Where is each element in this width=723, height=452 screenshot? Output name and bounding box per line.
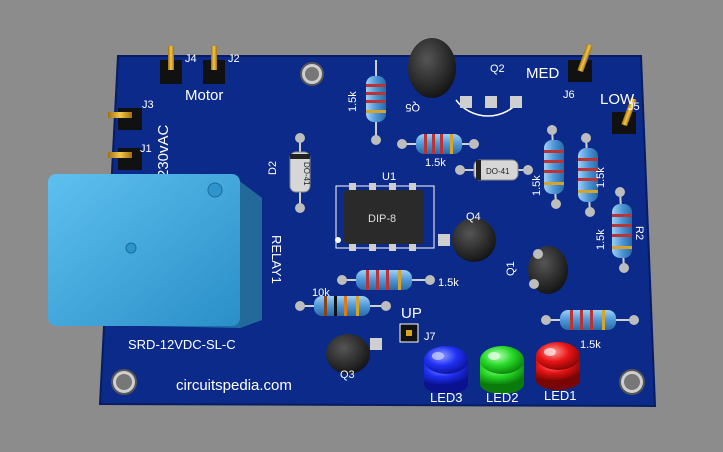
relay: RELAY1 SRD-12VDC-SL-C <box>48 174 284 352</box>
led-ref-led2: LED2 <box>486 390 519 405</box>
motor-header: J4 J2 Motor <box>160 46 240 104</box>
relay-ref: RELAY1 <box>269 235 284 284</box>
transistor-q1: Q1 <box>505 246 568 294</box>
relay-model: SRD-12VDC-SL-C <box>128 337 236 352</box>
jumper-j7: UP J7 <box>399 305 436 343</box>
transistor-q5: Q5 <box>405 38 456 113</box>
transistor-ref-q4: Q4 <box>466 211 481 223</box>
ic-u1: U1 DIP-8 <box>335 171 435 251</box>
transistor-ref-q2: Q2 <box>490 63 505 75</box>
diode-d2: DO-41 D2 <box>267 133 311 213</box>
transistor-q2: Q2 <box>455 63 522 117</box>
med-header: MED J6 <box>526 43 593 101</box>
motor-label: Motor <box>185 87 223 104</box>
header-ref-j4: J4 <box>185 53 197 65</box>
led-green: LED2 <box>480 346 524 405</box>
low-header: LOW J5 <box>600 91 640 134</box>
transistor-q4: Q4 <box>438 211 496 262</box>
resistor-value-right-1: 1.5k <box>531 175 543 196</box>
resistor-value-mid: 1.5k <box>425 157 446 169</box>
resistor-top: 1.5k <box>347 60 386 145</box>
ic-package-label: DIP-8 <box>368 213 396 225</box>
mounting-holes <box>111 62 645 395</box>
level-low: LOW <box>600 91 635 108</box>
resistor-value-right-2: 1.5k <box>595 167 607 188</box>
transistor-q3: Q3 <box>326 334 382 381</box>
ac-header: J3 J1 230vAC <box>108 99 172 178</box>
transistor-ref-q3: Q3 <box>340 369 355 381</box>
resistor-center: 1.5k <box>337 270 459 290</box>
led-red: LED1 <box>536 342 580 403</box>
led-ref-led1: LED1 <box>544 388 577 403</box>
resistor-value-center: 1.5k <box>438 277 459 289</box>
resistor-value-bottom: 1.5k <box>580 339 601 351</box>
resistor-value-top: 1.5k <box>347 91 359 112</box>
led-ref-led3: LED3 <box>430 390 463 405</box>
diode-package-label: DO-41 <box>302 162 311 186</box>
header-ref-j6: J6 <box>563 89 575 101</box>
header-ref-j3: J3 <box>142 99 154 111</box>
header-ref-j1: J1 <box>140 143 152 155</box>
resistor-value-right-3: 1.5k <box>595 229 607 250</box>
transistor-ref-q1: Q1 <box>505 261 517 276</box>
led-blue: LED3 <box>424 346 468 405</box>
resistor-ref-r2: R2 <box>633 226 645 240</box>
resistor-10k: 10k <box>295 287 391 316</box>
transistor-ref-q5: Q5 <box>405 101 420 113</box>
diode-ref-d2: D2 <box>267 161 279 175</box>
site-text: circuitspedia.com <box>176 377 292 394</box>
voltage-label: 230vAC <box>155 124 172 178</box>
resistor-value-10k: 10k <box>312 287 330 299</box>
jumper-ref: J7 <box>424 331 436 343</box>
header-ref-j2: J2 <box>228 53 240 65</box>
resistor-r2: 1.5k R2 <box>595 187 645 273</box>
jumper-label: UP <box>401 305 422 322</box>
header-ref-j5: J5 <box>628 101 640 113</box>
level-med: MED <box>526 65 560 82</box>
diode-horizontal: DO-41 <box>455 159 533 181</box>
diode-package-label-2: DO-41 <box>486 167 510 176</box>
resistor-right-1: 1.5k <box>531 125 564 209</box>
resistor-bottom-right: 1.5k <box>541 310 639 351</box>
ic-ref-u1: U1 <box>382 171 396 183</box>
resistor-right-2: 1.5k <box>578 133 607 217</box>
resistor-mid-top: 1.5k <box>397 134 479 169</box>
